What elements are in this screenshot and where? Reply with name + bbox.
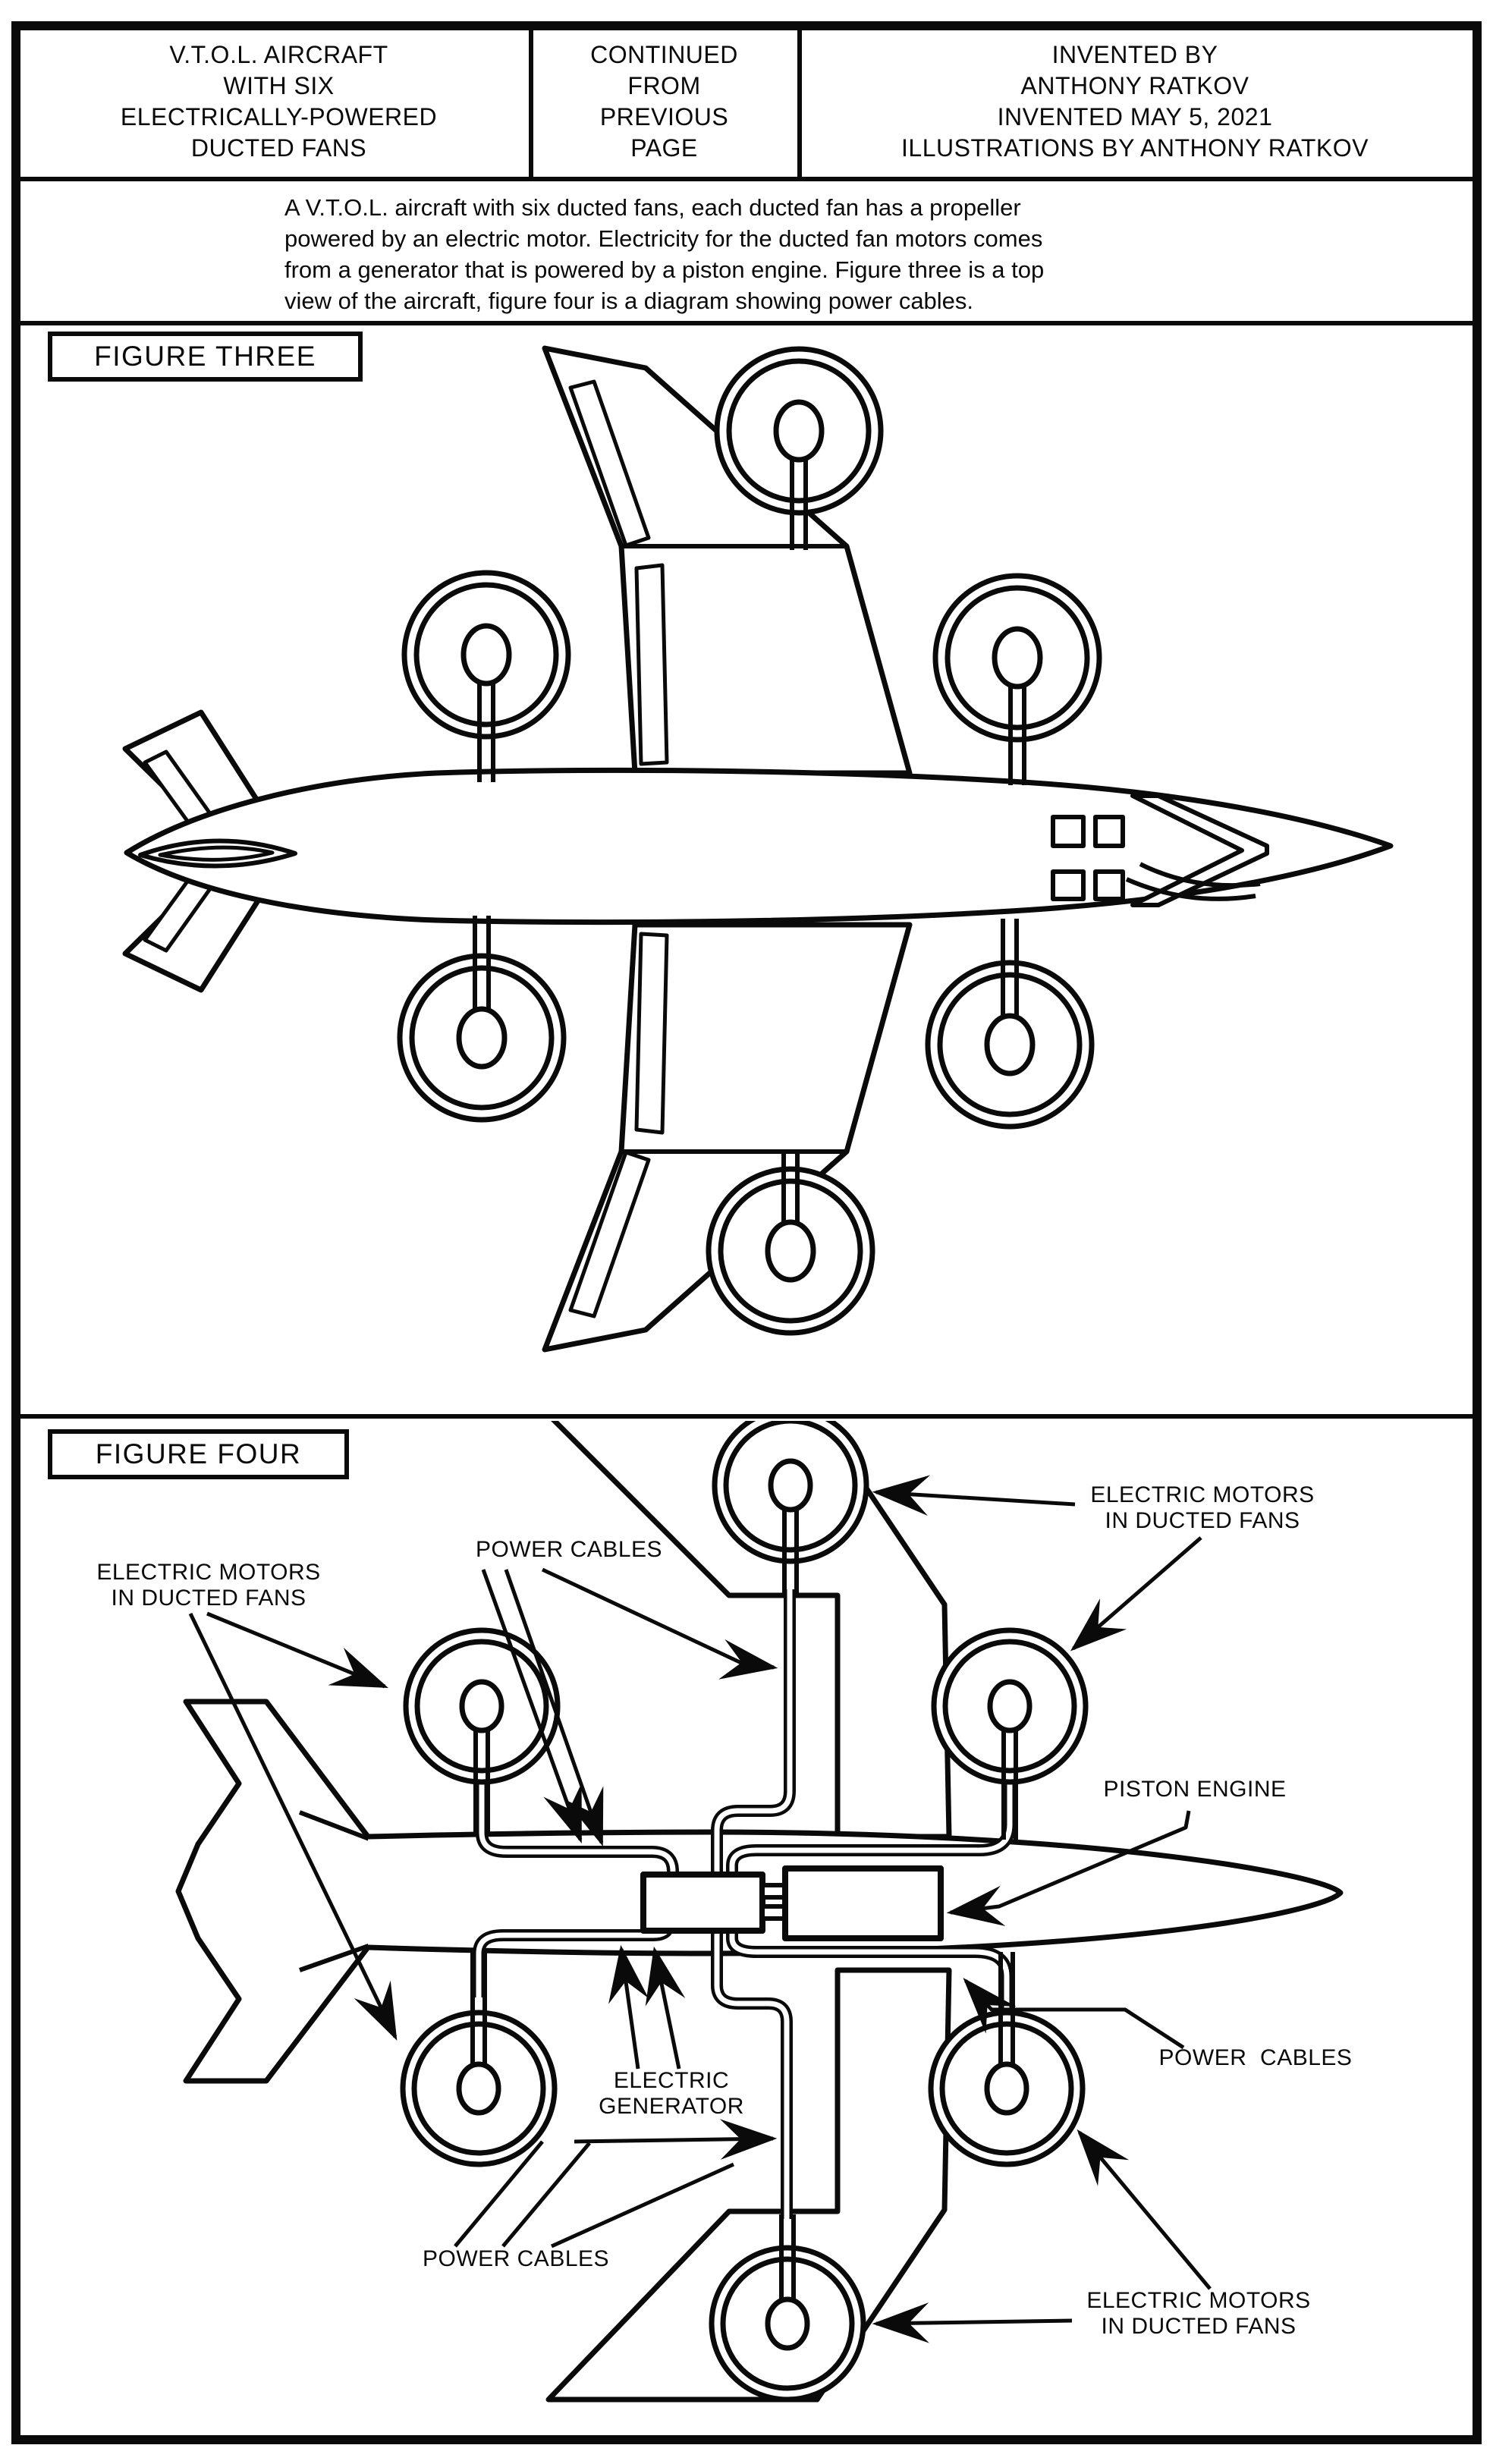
lower-wing-slat-stripe	[568, 1150, 651, 1318]
ducted-fan-upper-right	[932, 573, 1102, 785]
page-border	[11, 21, 1482, 2444]
description-bottom-rule	[20, 321, 1473, 325]
figure-three-title: FIGURE THREE	[48, 332, 363, 382]
leader-power-cables-bottom-1	[454, 2140, 544, 2248]
title-block: V.T.O.L. AIRCRAFT WITH SIX ELECTRICALLY-…	[120, 41, 438, 162]
label-power-cables-right: POWER CABLES	[1158, 2045, 1353, 2070]
electric-generator-box	[640, 1872, 765, 1934]
fan-upper-right	[931, 1627, 1089, 1840]
inventor-block: INVENTED BY ANTHONY RATKOV INVENTED MAY …	[901, 41, 1369, 162]
leader-motors-top-right-1	[872, 1475, 1076, 1516]
leader-power-cables-bottom-2	[501, 2142, 591, 2248]
figure-divider-rule	[20, 1414, 1473, 1419]
figure-three-drawing	[122, 345, 1394, 1353]
leader-power-cables-top-1	[481, 1569, 583, 1844]
power-cables	[473, 1589, 1016, 2219]
fan-lower-left	[400, 1952, 558, 2167]
fan-lower-right	[928, 1952, 1086, 2167]
leader-motors-top-right-2	[1070, 1536, 1202, 1652]
ducted-fan-lower-left	[397, 916, 567, 1123]
header-divider-2	[797, 30, 802, 178]
leader-generator-1	[608, 1944, 649, 2070]
leader-motors-left-upper	[206, 1611, 388, 1689]
leader-power-cables-top-2	[504, 1569, 604, 1847]
label-electric-generator: ELECTRIC GENERATOR	[599, 2068, 744, 2119]
figure-description: A V.T.O.L. aircraft with six ducted fans…	[284, 194, 1045, 314]
tail-swoosh	[1125, 862, 1261, 901]
label-motors-bottom-right: ELECTRIC MOTORS IN DUCTED FANS	[1086, 2288, 1311, 2339]
ducted-fan-top-center	[714, 346, 884, 550]
coupling-upper	[760, 1883, 787, 1900]
figure-four-drawing	[175, 1421, 1344, 2403]
leader-power-cables-bottom-3	[550, 2162, 735, 2249]
tail-windows	[1051, 815, 1125, 901]
label-motors-top-right: ELECTRIC MOTORS IN DUCTED FANS	[1090, 1482, 1315, 1533]
lower-main-wing	[542, 922, 913, 1353]
upper-wing-inner-stripe	[634, 563, 669, 766]
ducted-fan-lower-right	[925, 919, 1095, 1130]
leader-power-cables-right	[963, 1978, 1185, 2050]
upper-main-wing	[542, 345, 913, 776]
label-power-cables-bottom: POWER CABLES	[422, 2246, 610, 2271]
header-divider-1	[529, 30, 533, 178]
leader-generator-3	[574, 2119, 778, 2160]
label-motors-left: ELECTRIC MOTORS IN DUCTED FANS	[96, 1560, 321, 1611]
upper-wing-slat-stripe	[568, 379, 651, 548]
nose-canopy	[138, 838, 297, 869]
leader-power-cables-top-3	[541, 1567, 778, 1680]
coupling-lower	[760, 1904, 787, 1921]
label-power-cables-top: POWER CABLES	[475, 1537, 663, 1562]
fan-top-center	[712, 1421, 869, 1597]
figure-four-title: FIGURE FOUR	[48, 1429, 349, 1479]
leader-piston-engine	[946, 1810, 1191, 1926]
leader-motors-bottom-right-2	[1077, 2129, 1212, 2290]
leader-generator-2	[645, 1946, 686, 2070]
ducted-fan-upper-left	[401, 570, 571, 782]
leader-motors-left-lower	[188, 1612, 398, 2041]
header-bottom-rule	[20, 177, 1473, 181]
continued-note: CONTINUED FROM PREVIOUS PAGE	[590, 41, 738, 162]
ducted-fan-bottom-center	[706, 1154, 875, 1336]
piston-engine-box	[782, 1865, 944, 1941]
leader-motors-bottom-right-1	[872, 2302, 1073, 2343]
fan-bottom-center	[709, 2214, 866, 2403]
lower-wing-inner-stripe	[634, 932, 669, 1135]
label-piston-engine: PISTON ENGINE	[1103, 1777, 1287, 1802]
